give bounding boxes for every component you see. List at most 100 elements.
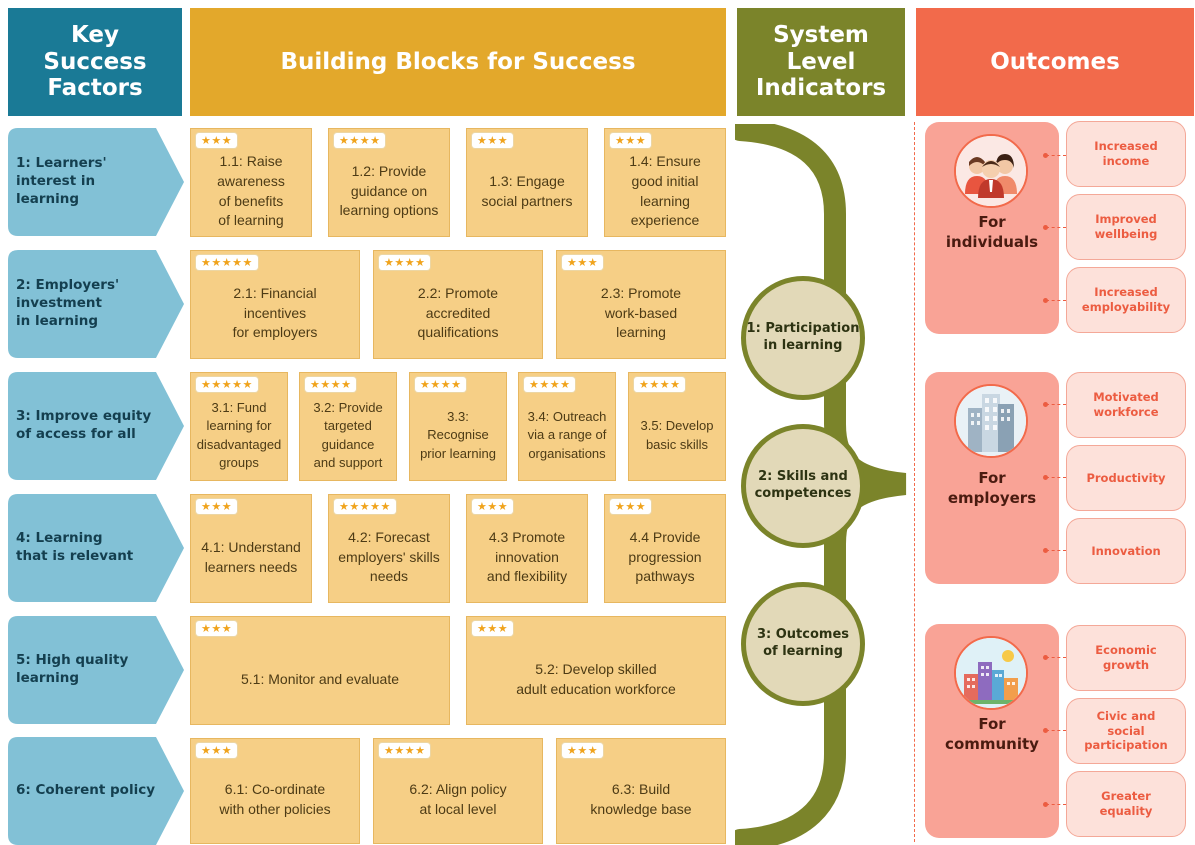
building-block-text: 3.4: Outreach via a range of organisatio… bbox=[527, 409, 607, 461]
building-block-3-5: ★★★★ 3.5: Develop basic skills bbox=[628, 372, 726, 481]
building-block-text: 2.1: Financial incentives for employers bbox=[232, 285, 318, 341]
building-block-text: 2.2: Promote accredited qualifications bbox=[417, 285, 499, 341]
ksf-arrow-6: 6: Coherent policy bbox=[8, 737, 184, 845]
outcome-innovation: Innovation bbox=[1066, 518, 1186, 584]
ksf-arrow-5: 5: High quality learning bbox=[8, 616, 184, 724]
building-block-text: 6.1: Co-ordinate with other policies bbox=[219, 781, 331, 817]
header-outcomes-text: Outcomes bbox=[990, 48, 1120, 75]
connector-line bbox=[1043, 475, 1066, 480]
indicator-participation: 1: Participation in learning bbox=[741, 276, 865, 400]
building-block-3-4: ★★★★ 3.4: Outreach via a range of organi… bbox=[518, 372, 616, 481]
building-block-4-2: ★★★★★ 4.2: Forecast employers' skills ne… bbox=[328, 494, 450, 603]
office-buildings-icon bbox=[954, 384, 1028, 458]
ksf-arrow-2: 2: Employers' investment in learning bbox=[8, 250, 184, 358]
star-rating: ★★★ bbox=[196, 743, 238, 758]
building-block-2-1: ★★★★★ 2.1: Financial incentives for empl… bbox=[190, 250, 360, 359]
building-block-1-4: ★★★ 1.4: Ensure good initial learning ex… bbox=[604, 128, 726, 237]
star-rating: ★★★ bbox=[610, 133, 652, 148]
ksf-arrow-shape bbox=[8, 494, 184, 602]
building-block-2-3: ★★★ 2.3: Promote work-based learning bbox=[556, 250, 726, 359]
star-rating: ★★★ bbox=[562, 743, 604, 758]
ksf-label-6: 6: Coherent policy bbox=[16, 782, 156, 799]
building-block-text: 6.3: Build knowledge base bbox=[590, 781, 692, 817]
ksf-arrow-shape bbox=[8, 372, 184, 480]
ksf-arrow-shape bbox=[8, 128, 184, 236]
building-block-text: 5.2: Develop skilled adult education wor… bbox=[516, 660, 676, 697]
connector-line bbox=[1043, 548, 1066, 553]
building-block-6-3: ★★★ 6.3: Build knowledge base bbox=[556, 738, 726, 844]
star-rating: ★★★★ bbox=[634, 377, 686, 392]
building-block-text: 2.3: Promote work-based learning bbox=[600, 285, 682, 341]
outcome-motivated-workforce: Motivated workforce bbox=[1066, 372, 1186, 438]
connector-line bbox=[1043, 402, 1066, 407]
ksf-arrow-shape bbox=[8, 616, 184, 724]
connector-line bbox=[1043, 298, 1066, 303]
building-block-1-1: ★★★ 1.1: Raise awareness of benefits of … bbox=[190, 128, 312, 237]
header-key-success-factors: Key Success Factors bbox=[8, 8, 182, 116]
ksf-label-1: 1: Learners' interest in learning bbox=[16, 155, 107, 207]
outcome-group-label: For employers bbox=[947, 469, 1037, 508]
outcome-increased-employability: Increased employability bbox=[1066, 267, 1186, 333]
building-block-text: 4.1: Understand learners needs bbox=[201, 538, 301, 575]
building-block-text: 4.4 Provide progression pathways bbox=[628, 529, 702, 585]
outcome-group-employers: For employers bbox=[925, 372, 1059, 584]
star-rating: ★★★ bbox=[610, 499, 652, 514]
connector-line bbox=[1043, 655, 1066, 660]
connector-line bbox=[1043, 728, 1066, 733]
star-rating: ★★★★ bbox=[305, 377, 357, 392]
connector-line bbox=[1043, 225, 1066, 230]
outcome-group-individuals: For individuals bbox=[925, 122, 1059, 334]
building-block-3-2: ★★★★ 3.2: Provide targeted guidance and … bbox=[299, 372, 397, 481]
star-rating: ★★★ bbox=[562, 255, 604, 270]
star-rating: ★★★★ bbox=[334, 133, 386, 148]
header-system-level-indicators-text: System Level Indicators bbox=[755, 22, 887, 102]
outcome-improved-wellbeing: Improved wellbeing bbox=[1066, 194, 1186, 260]
building-block-6-1: ★★★ 6.1: Co-ordinate with other policies bbox=[190, 738, 360, 844]
star-rating: ★★★ bbox=[472, 621, 514, 636]
ksf-arrow-4: 4: Learning that is relevant bbox=[8, 494, 184, 602]
people-icon bbox=[954, 134, 1028, 208]
header-key-success-factors-text: Key Success Factors bbox=[43, 22, 147, 102]
building-block-1-3: ★★★ 1.3: Engage social partners bbox=[466, 128, 588, 237]
building-block-1-2: ★★★★ 1.2: Provide guidance on learning o… bbox=[328, 128, 450, 237]
building-block-text: 5.1: Monitor and evaluate bbox=[241, 670, 399, 687]
header-system-level-indicators: System Level Indicators bbox=[737, 8, 905, 116]
building-block-3-3: ★★★★ 3.3: Recognise prior learning bbox=[409, 372, 507, 481]
building-block-text: 6.2: Align policy at local level bbox=[409, 781, 507, 817]
building-block-text: 1.2: Provide guidance on learning option… bbox=[339, 163, 439, 219]
connector-line bbox=[1043, 802, 1066, 807]
star-rating: ★★★ bbox=[472, 499, 514, 514]
ksf-arrow-1: 1: Learners' interest in learning bbox=[8, 128, 184, 236]
ksf-label-2: 2: Employers' investment in learning bbox=[16, 277, 120, 329]
star-rating: ★★★★★ bbox=[334, 499, 396, 514]
outcome-increased-income: Increased income bbox=[1066, 121, 1186, 187]
outcome-economic-growth: Economic growth bbox=[1066, 625, 1186, 691]
connector-line bbox=[1043, 153, 1066, 158]
star-rating: ★★★ bbox=[196, 499, 238, 514]
building-block-text: 1.1: Raise awareness of benefits of lear… bbox=[217, 153, 285, 229]
building-block-4-3: ★★★ 4.3 Promote innovation and flexibili… bbox=[466, 494, 588, 603]
header-building-blocks-text: Building Blocks for Success bbox=[280, 48, 636, 75]
outcome-productivity: Productivity bbox=[1066, 445, 1186, 511]
building-block-4-1: ★★★ 4.1: Understand learners needs bbox=[190, 494, 312, 603]
building-block-text: 3.3: Recognise prior learning bbox=[420, 409, 496, 461]
star-rating: ★★★★★ bbox=[196, 377, 258, 392]
star-rating: ★★★ bbox=[196, 621, 238, 636]
ksf-label-3: 3: Improve equity of access for all bbox=[16, 408, 152, 442]
building-block-text: 4.3 Promote innovation and flexibility bbox=[486, 529, 568, 585]
indicator-outcomes: 3: Outcomes of learning bbox=[741, 582, 865, 706]
star-rating: ★★★★★ bbox=[196, 255, 258, 270]
ksf-arrow-3: 3: Improve equity of access for all bbox=[8, 372, 184, 480]
star-rating: ★★★ bbox=[472, 133, 514, 148]
outcome-group-label: For individuals bbox=[945, 213, 1039, 252]
building-block-text: 3.1: Fund learning for disadvantaged gro… bbox=[196, 400, 282, 470]
building-block-text: 4.2: Forecast employers' skills needs bbox=[338, 529, 440, 585]
outcome-civic-social-participation: Civic and social participation bbox=[1066, 698, 1186, 764]
building-block-6-2: ★★★★ 6.2: Align policy at local level bbox=[373, 738, 543, 844]
outcome-group-label: For community bbox=[945, 715, 1039, 754]
ksf-label-4: 4: Learning that is relevant bbox=[16, 530, 134, 564]
star-rating: ★★★ bbox=[196, 133, 238, 148]
building-block-5-1: ★★★ 5.1: Monitor and evaluate bbox=[190, 616, 450, 725]
ksf-arrow-shape bbox=[8, 737, 184, 845]
star-rating: ★★★★ bbox=[524, 377, 576, 392]
